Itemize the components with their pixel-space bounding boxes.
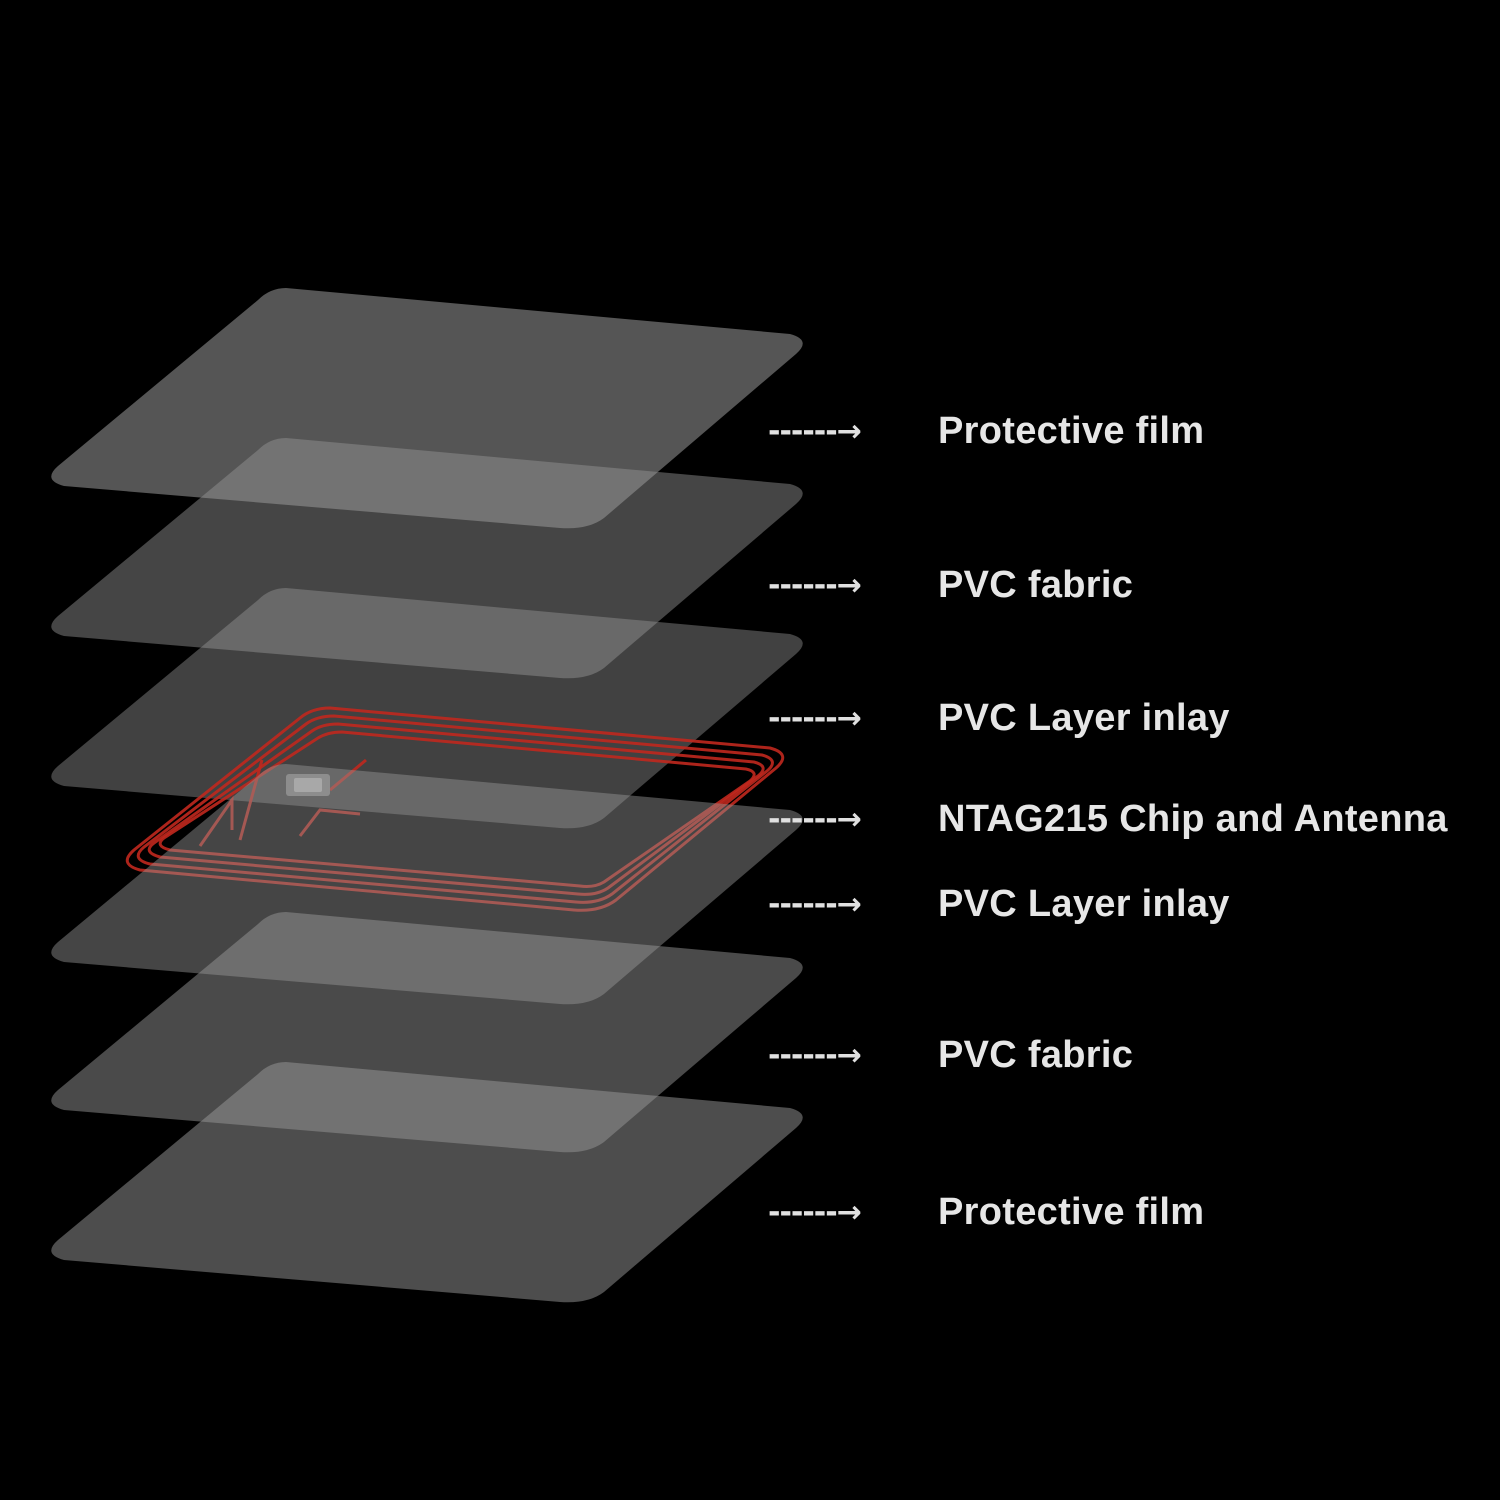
- layer-name: Protective film: [938, 409, 1205, 452]
- layer-label-3: ------→ PVC Layer inlay: [768, 693, 1230, 743]
- layer-name: PVC fabric: [938, 563, 1134, 606]
- layer-label-2: ------→ PVC fabric: [768, 560, 1133, 610]
- arrow-icon: ------→: [768, 413, 862, 449]
- arrow-icon: ------→: [768, 567, 862, 603]
- layer-name: PVC fabric: [938, 1033, 1134, 1076]
- arrow-icon: ------→: [768, 700, 862, 736]
- layer-name: PVC Layer inlay: [938, 696, 1230, 739]
- layer-label-4: ------→ NTAG215 Chip and Antenna: [768, 794, 1448, 844]
- layer-name: PVC Layer inlay: [938, 882, 1230, 925]
- arrow-icon: ------→: [768, 801, 862, 837]
- layer-name: NTAG215 Chip and Antenna: [938, 797, 1448, 840]
- layer-name: Protective film: [938, 1190, 1205, 1233]
- arrow-icon: ------→: [768, 1037, 862, 1073]
- layer-label-1: ------→ Protective film: [768, 406, 1204, 456]
- arrow-icon: ------→: [768, 886, 862, 922]
- layer-label-6: ------→ PVC fabric: [768, 1030, 1133, 1080]
- arrow-icon: ------→: [768, 1194, 862, 1230]
- layer-label-7: ------→ Protective film: [768, 1187, 1204, 1237]
- layer-label-5: ------→ PVC Layer inlay: [768, 879, 1230, 929]
